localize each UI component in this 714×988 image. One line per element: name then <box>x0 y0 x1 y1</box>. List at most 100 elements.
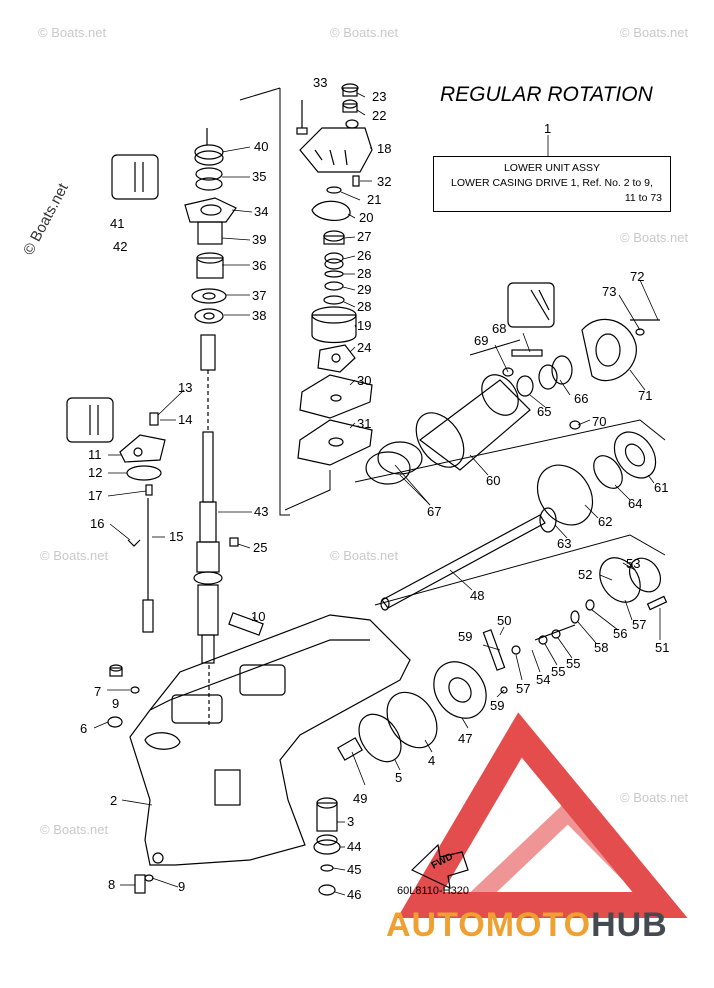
callout-label: 73 <box>602 284 616 299</box>
callout-label: 55 <box>566 656 580 671</box>
callout-label: 40 <box>254 139 268 154</box>
callout-label: 50 <box>497 613 511 628</box>
callout-label: 72 <box>630 269 644 284</box>
callout-label: 41 <box>110 216 124 231</box>
callout-label: 60 <box>486 473 500 488</box>
callout-label: 24 <box>357 340 371 355</box>
callout-label: 25 <box>253 540 267 555</box>
assembly-line-1: LOWER UNIT ASSY <box>503 162 601 174</box>
callout-label: 32 <box>377 174 391 189</box>
logo-part-2: HUB <box>591 906 668 944</box>
callout-label: 22 <box>372 108 386 123</box>
callout-label: 14 <box>178 412 192 427</box>
callout-label: 42 <box>113 239 127 254</box>
leader-lines <box>93 92 661 896</box>
pinion-stack <box>313 661 487 896</box>
callout-label: 11 <box>88 447 102 462</box>
callout-label: 57 <box>632 617 646 632</box>
callout-label: 3 <box>347 814 354 829</box>
callout-label: 31 <box>357 416 371 431</box>
callout-label: 68 <box>492 321 506 336</box>
callout-label: 58 <box>594 640 608 655</box>
shift-rod-stack <box>119 412 239 633</box>
watermark-tile: © Boats.net <box>620 790 689 805</box>
callout-label: 59 <box>490 698 504 713</box>
callout-label: 51 <box>655 640 669 655</box>
page-title: REGULAR ROTATION <box>440 83 653 106</box>
callout-label: 59 <box>458 629 472 644</box>
assembly-info-box: LOWER UNIT ASSY LOWER CASING DRIVE 1, Re… <box>433 156 671 212</box>
callout-label: 64 <box>628 496 642 511</box>
callout-label: 47 <box>458 731 472 746</box>
callout-label: 23 <box>372 89 386 104</box>
callout-label: 37 <box>252 288 266 303</box>
callout-label: 7 <box>94 684 101 699</box>
callout-label: 65 <box>537 404 551 419</box>
callout-label: 34 <box>254 204 268 219</box>
callout-label: 26 <box>357 248 371 263</box>
assembly-line-2: LOWER CASING DRIVE 1, Ref. No. 2 to 9, <box>451 177 653 189</box>
assembly-ref-number: 1 <box>544 121 552 136</box>
fwd-arrow-icon <box>410 843 469 890</box>
callout-label: 13 <box>178 380 192 395</box>
assembly-line-3: 11 to 73 <box>624 192 662 204</box>
callout-label: 44 <box>347 839 361 854</box>
callout-label: 4 <box>428 753 435 768</box>
callout-label: 52 <box>578 567 592 582</box>
seal-kit-icons <box>66 154 555 443</box>
callout-label: 16 <box>90 516 104 531</box>
callout-label: 48 <box>470 588 484 603</box>
callout-label: 17 <box>88 488 102 503</box>
callout-label: 62 <box>598 514 612 529</box>
drawing-reference: 60L8110-H320 <box>397 885 469 897</box>
callout-label: 5 <box>395 770 402 785</box>
callout-label: 12 <box>88 465 102 480</box>
callout-label: 69 <box>474 333 488 348</box>
callout-label: 43 <box>254 504 268 519</box>
callout-label: 38 <box>252 308 266 323</box>
propeller-shaft-stack <box>365 318 668 694</box>
callout-label: 57 <box>516 681 530 696</box>
callout-label: 2 <box>110 793 117 808</box>
watermark-tile: © Boats.net <box>330 25 399 40</box>
watermark-tile: © Boats.net <box>40 822 109 837</box>
bracket-lines <box>239 87 666 606</box>
automotohub-logo: AUTOMOTOHUB <box>386 906 668 945</box>
callout-label: 67 <box>427 504 441 519</box>
watermark-tile: © Boats.net <box>330 548 399 563</box>
callout-label: 53 <box>626 556 640 571</box>
callout-label: 66 <box>574 391 588 406</box>
callout-label: 46 <box>347 887 361 902</box>
watermark-tile: © Boats.net <box>620 25 689 40</box>
callout-label: 55 <box>551 664 565 679</box>
callout-label: 33 <box>313 75 327 90</box>
callout-label: 18 <box>377 141 391 156</box>
callout-label: 61 <box>654 480 668 495</box>
callout-label: 63 <box>557 536 571 551</box>
callout-label: 70 <box>592 414 606 429</box>
callout-label: 15 <box>169 529 183 544</box>
watermark-tile: © Boats.net <box>40 548 109 563</box>
callout-label: 45 <box>347 862 361 877</box>
callout-label: 27 <box>357 229 371 244</box>
callout-label: 9 <box>112 696 119 711</box>
callout-label: 8 <box>108 877 115 892</box>
callout-label: 71 <box>638 388 652 403</box>
callout-label: 10 <box>251 609 265 624</box>
callout-label: 49 <box>353 791 367 806</box>
callout-label: 19 <box>357 318 371 333</box>
watermark-tile: © Boats.net <box>38 25 107 40</box>
callout-labels: 33 23 22 40 18 35 32 21 34 41 42 20 39 2… <box>80 75 669 902</box>
callout-label: 36 <box>252 258 266 273</box>
callout-label: 28 <box>357 266 371 281</box>
drive-shaft-stack <box>184 128 237 725</box>
watermark-tile: © Boats.net <box>620 230 689 245</box>
logo-part-1: AUTOMOTO <box>386 906 592 944</box>
callout-label: 30 <box>357 373 371 388</box>
callout-label: 56 <box>613 626 627 641</box>
callout-label: 21 <box>367 192 381 207</box>
callout-label: 39 <box>252 232 266 247</box>
callout-label: 9 <box>178 879 185 894</box>
automotohub-logo-mark <box>397 712 688 918</box>
